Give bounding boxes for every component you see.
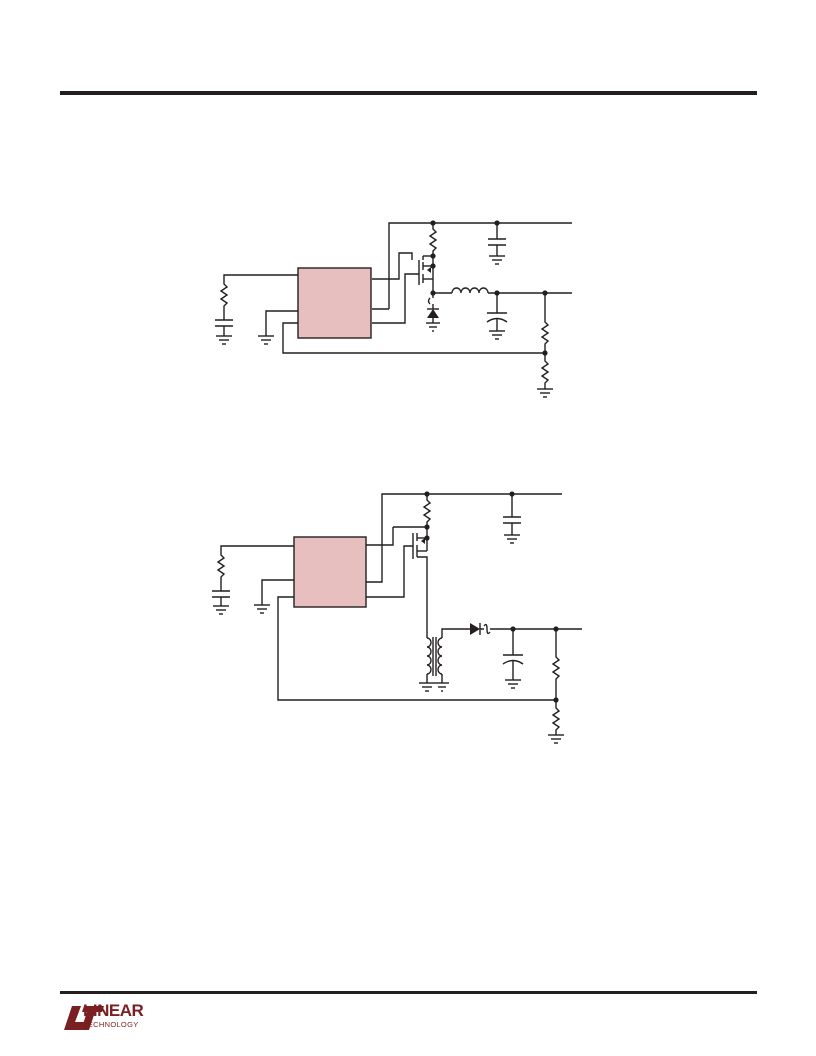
schottky-diode [426, 293, 440, 332]
controller-ic [293, 536, 367, 608]
sense-resistor [428, 223, 438, 266]
linear-technology-logo [64, 1006, 104, 1030]
buck-schematic [215, 220, 572, 398]
wire [282, 322, 545, 354]
header-rule [60, 91, 757, 95]
transformer [419, 628, 470, 692]
wire [277, 596, 556, 701]
brand-name: LINEAR [83, 1001, 144, 1020]
p-mosfet [372, 255, 434, 324]
wire [372, 252, 413, 280]
schottky-diode [470, 623, 582, 635]
ground-symbol [254, 579, 294, 614]
compensation-network [212, 545, 294, 615]
compensation-network [215, 274, 298, 345]
input-capacitor [488, 223, 506, 265]
output-capacitor [486, 293, 508, 340]
ground-symbol [258, 310, 298, 345]
footer-rule [60, 991, 757, 994]
p-mosfet [366, 526, 428, 638]
controller-ic [297, 267, 372, 339]
sense-resistor [422, 494, 432, 538]
feedback-divider [537, 293, 553, 398]
inductor [433, 287, 572, 294]
input-capacitor [503, 494, 521, 544]
output-capacitor [502, 629, 524, 689]
input-rail [366, 493, 562, 583]
brand-subtitle: TECHNOLOGY [83, 1020, 139, 1029]
feedback-divider [548, 629, 564, 744]
input-rail [388, 222, 572, 309]
flyback-schematic [212, 491, 582, 744]
